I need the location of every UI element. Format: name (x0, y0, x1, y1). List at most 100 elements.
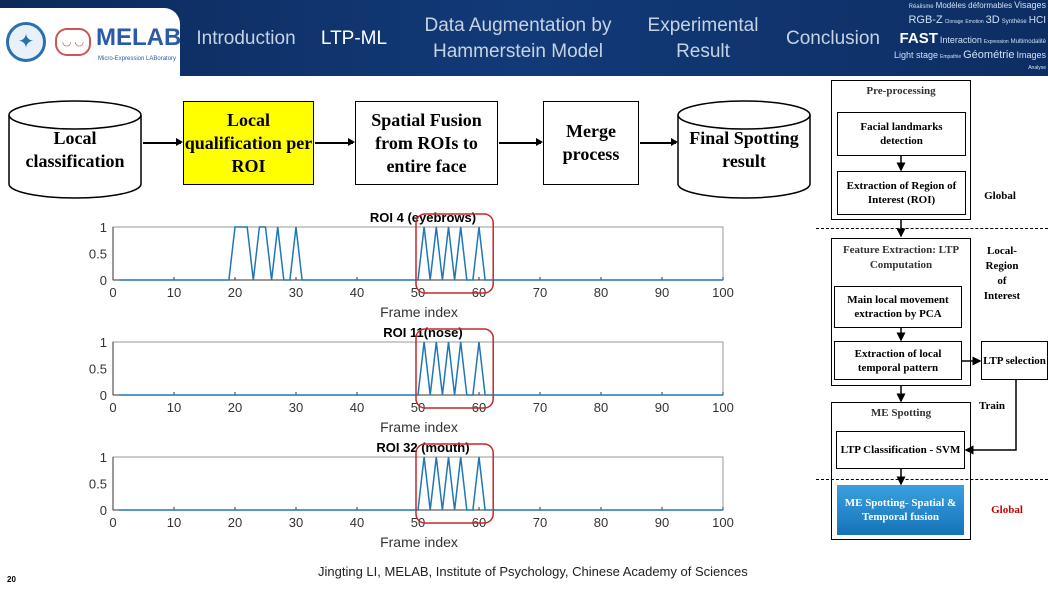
x-tick-label: 90 (655, 400, 669, 415)
preprocessing-title: Pre-processing (866, 85, 936, 97)
word: Emotion (965, 18, 984, 25)
x-tick-label: 0 (109, 515, 116, 530)
train-label: Train (978, 400, 1006, 412)
nav-introduction[interactable]: Introduction (196, 28, 296, 49)
word: Synthèse (1001, 18, 1027, 25)
word: Clonage (944, 18, 964, 25)
x-tick-label: 30 (289, 515, 303, 530)
highlight-box (415, 443, 494, 524)
highlight-box (415, 213, 494, 294)
nav-experimental-result[interactable]: Experimental Result (647, 15, 759, 62)
step-local-qualification: Local qualification per ROI (183, 101, 314, 185)
x-tick-label: 90 (655, 515, 669, 530)
institute-seal-icon: ✦ (6, 22, 46, 62)
series-line (119, 456, 723, 511)
word: Images (1016, 50, 1046, 61)
feature-extraction-panel (831, 238, 971, 386)
word: Expression (983, 38, 1009, 45)
plot-area (112, 341, 724, 396)
x-tick-label: 30 (289, 400, 303, 415)
x-tick-label: 0 (109, 285, 116, 300)
series-line (119, 341, 723, 396)
logo-subtitle: Micro-Expression LABoratory (98, 56, 177, 62)
chart-title: ROI 4 (eyebrows) (370, 210, 476, 225)
x-tick-label: 50 (411, 285, 425, 300)
feature-extraction-title: Feature Extraction: LTP Computation (842, 244, 960, 271)
x-tick-label: 70 (533, 400, 547, 415)
x-tick-label: 80 (594, 285, 608, 300)
x-tick-label: 10 (167, 285, 181, 300)
word: FAST (899, 29, 938, 47)
word: Analyse (1028, 65, 1046, 72)
y-tick-label: 0.5 (89, 247, 107, 262)
local-roi-label: Local- Region of Interest (983, 245, 1021, 302)
x-tick-label: 0 (109, 400, 116, 415)
ltp-selection-box: LTP selection (981, 341, 1048, 380)
word: HCI (1028, 14, 1046, 26)
step-merge-process: Merge process (543, 101, 639, 185)
masks-logo-icon: ◡ ◡ (55, 28, 91, 56)
page-number: 20 (7, 575, 16, 584)
x-tick-label: 40 (350, 515, 364, 530)
cylinder-shape (8, 100, 142, 199)
word: 3D (985, 13, 1000, 26)
arrow (640, 139, 678, 145)
chart-title: ROI 32 (mouth) (376, 440, 469, 455)
y-tick-label: 0.5 (89, 477, 107, 492)
word: Multimodalité (1010, 38, 1046, 45)
nav-data-augmentation[interactable]: Data Augmentation by Hammerstein Model (424, 15, 612, 62)
x-tick-label: 20 (228, 515, 242, 530)
x-tick-label: 100 (712, 515, 734, 530)
pca-box: Main local movement extraction by PCA (834, 286, 962, 328)
me-spotting-title: ME Spotting (870, 407, 932, 419)
x-tick-label: 100 (712, 285, 734, 300)
word: Interaction (939, 34, 982, 45)
arrow (143, 139, 183, 145)
logo-area: ✦ ◡ ◡ MELAB Micro-Expression LABoratory (0, 8, 181, 76)
x-tick-label: 20 (228, 400, 242, 415)
global-label-2: Global (991, 504, 1023, 516)
word: Géométrie (963, 49, 1015, 62)
y-tick-label: 1 (100, 335, 107, 350)
x-tick-label: 50 (411, 400, 425, 415)
word: RGB-Z (908, 13, 943, 26)
divider (816, 479, 1048, 480)
x-tick-label: 100 (712, 400, 734, 415)
word: Modèles déformables (935, 1, 1013, 10)
y-tick-label: 1 (100, 450, 107, 465)
x-tick-label: 10 (167, 400, 181, 415)
y-tick-label: 0 (100, 273, 107, 288)
x-axis-label: Frame index (380, 534, 458, 550)
facial-landmarks-box: Facial landmarks detection (837, 112, 966, 156)
word: Visages (1014, 1, 1046, 10)
x-tick-label: 80 (594, 515, 608, 530)
footer-text: Jingting LI, MELAB, Institute of Psychol… (318, 564, 748, 579)
divider (816, 228, 1048, 229)
x-tick-label: 40 (350, 285, 364, 300)
step-final-spotting-result: Final Spotting result (689, 128, 799, 171)
arrow (499, 139, 543, 145)
x-tick-label: 20 (228, 285, 242, 300)
series-line (119, 226, 723, 281)
nav-conclusion[interactable]: Conclusion (786, 28, 880, 49)
svm-box: LTP Classification - SVM (836, 431, 965, 469)
y-tick-label: 0 (100, 503, 107, 518)
local-pattern-box: Extraction of local temporal pattern (834, 341, 962, 380)
cylinder-shape (677, 100, 811, 199)
word-cloud: Réalisme Modèles déformables Visages RGB… (891, 1, 1048, 76)
header-banner: ✦ ◡ ◡ MELAB Micro-Expression LABoratory … (0, 0, 1048, 76)
preprocessing-panel (831, 80, 971, 220)
plot-area (112, 226, 724, 281)
x-tick-label: 30 (289, 285, 303, 300)
x-tick-label: 70 (533, 285, 547, 300)
word: Empathie (940, 54, 962, 61)
x-axis-label: Frame index (380, 304, 458, 320)
nav-ltp-ml[interactable]: LTP-ML (320, 28, 388, 49)
y-tick-label: 0 (100, 388, 107, 403)
highlight-box (415, 328, 494, 409)
x-tick-label: 80 (594, 400, 608, 415)
step-local-classification: Local classification (25, 128, 125, 171)
arrow (315, 139, 355, 145)
step-spatial-fusion: Spatial Fusion from ROIs to entire face (355, 101, 498, 185)
